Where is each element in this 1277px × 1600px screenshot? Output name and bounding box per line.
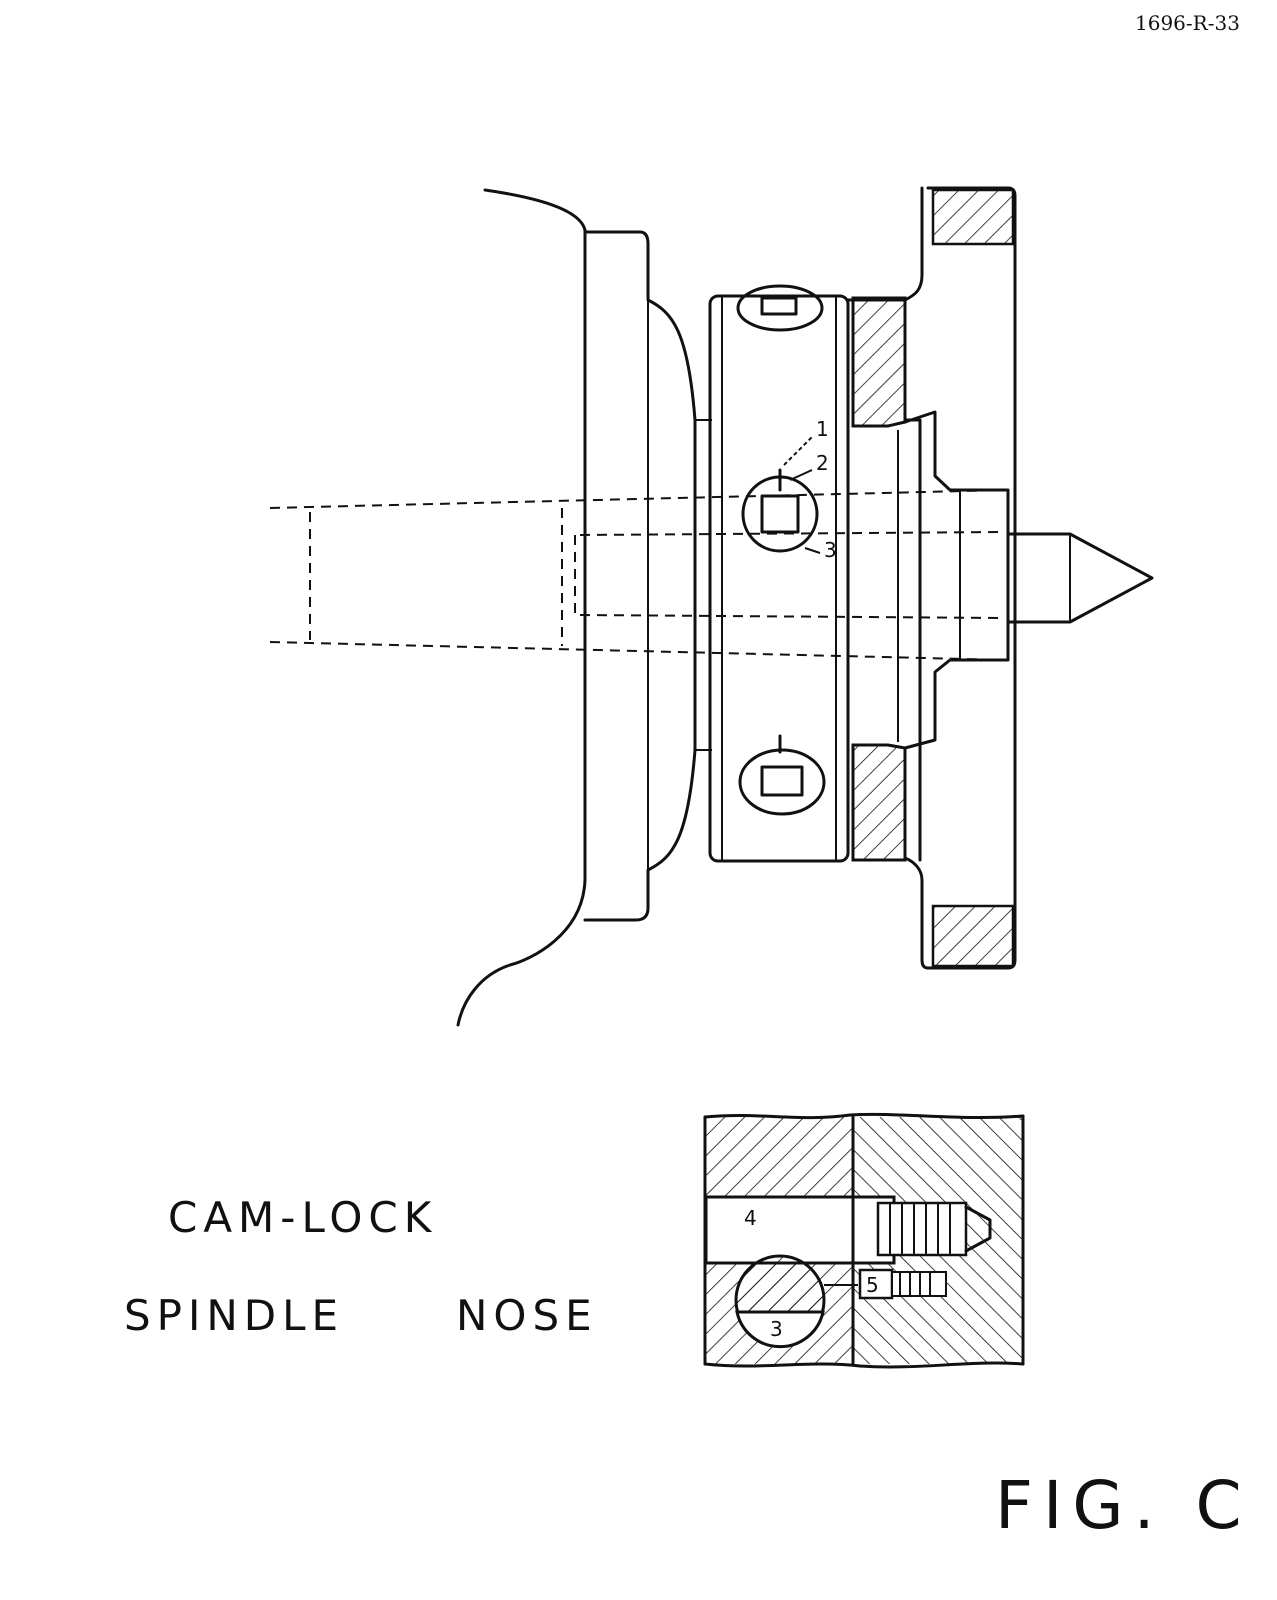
hatched-section-upper (851, 296, 907, 428)
faceplate-hatch-bottom (931, 904, 1015, 968)
detail-section-view: 4 3 5 (703, 1112, 1025, 1369)
detail-callout-5: 5 (866, 1273, 879, 1297)
figure-label: FIG. C (995, 1467, 1252, 1544)
sheet-number: 1696-R-33 (1135, 11, 1240, 35)
faceplate-hatch-top (931, 188, 1015, 246)
live-center (1006, 532, 1154, 624)
headstock-body (456, 188, 587, 1027)
cam-slot-top (736, 284, 824, 332)
spindle-assembly-view: 1 2 3 (269, 186, 1154, 1027)
stud-thread (876, 1201, 968, 1257)
cam-ring (708, 294, 850, 863)
caption-spindle: SPINDLE (124, 1291, 344, 1340)
callout-3: 3 (824, 538, 837, 562)
callout-2: 2 (816, 451, 829, 475)
hatched-section-lower (851, 743, 907, 862)
hidden-bore-lower (269, 641, 1006, 661)
caption-line-1: CAM-LOCK (168, 1193, 437, 1242)
cam-slot-bottom (738, 748, 826, 816)
set-screw (858, 1268, 894, 1300)
caption-nose: NOSE (456, 1291, 598, 1340)
detail-callout-3: 3 (770, 1317, 783, 1341)
spindle-flange (583, 230, 697, 922)
hidden-bore-upper (269, 489, 1006, 509)
detail-callout-4: 4 (744, 1206, 757, 1230)
cam-wrench-socket (760, 494, 800, 534)
callout-1-top: 1 (816, 417, 829, 441)
